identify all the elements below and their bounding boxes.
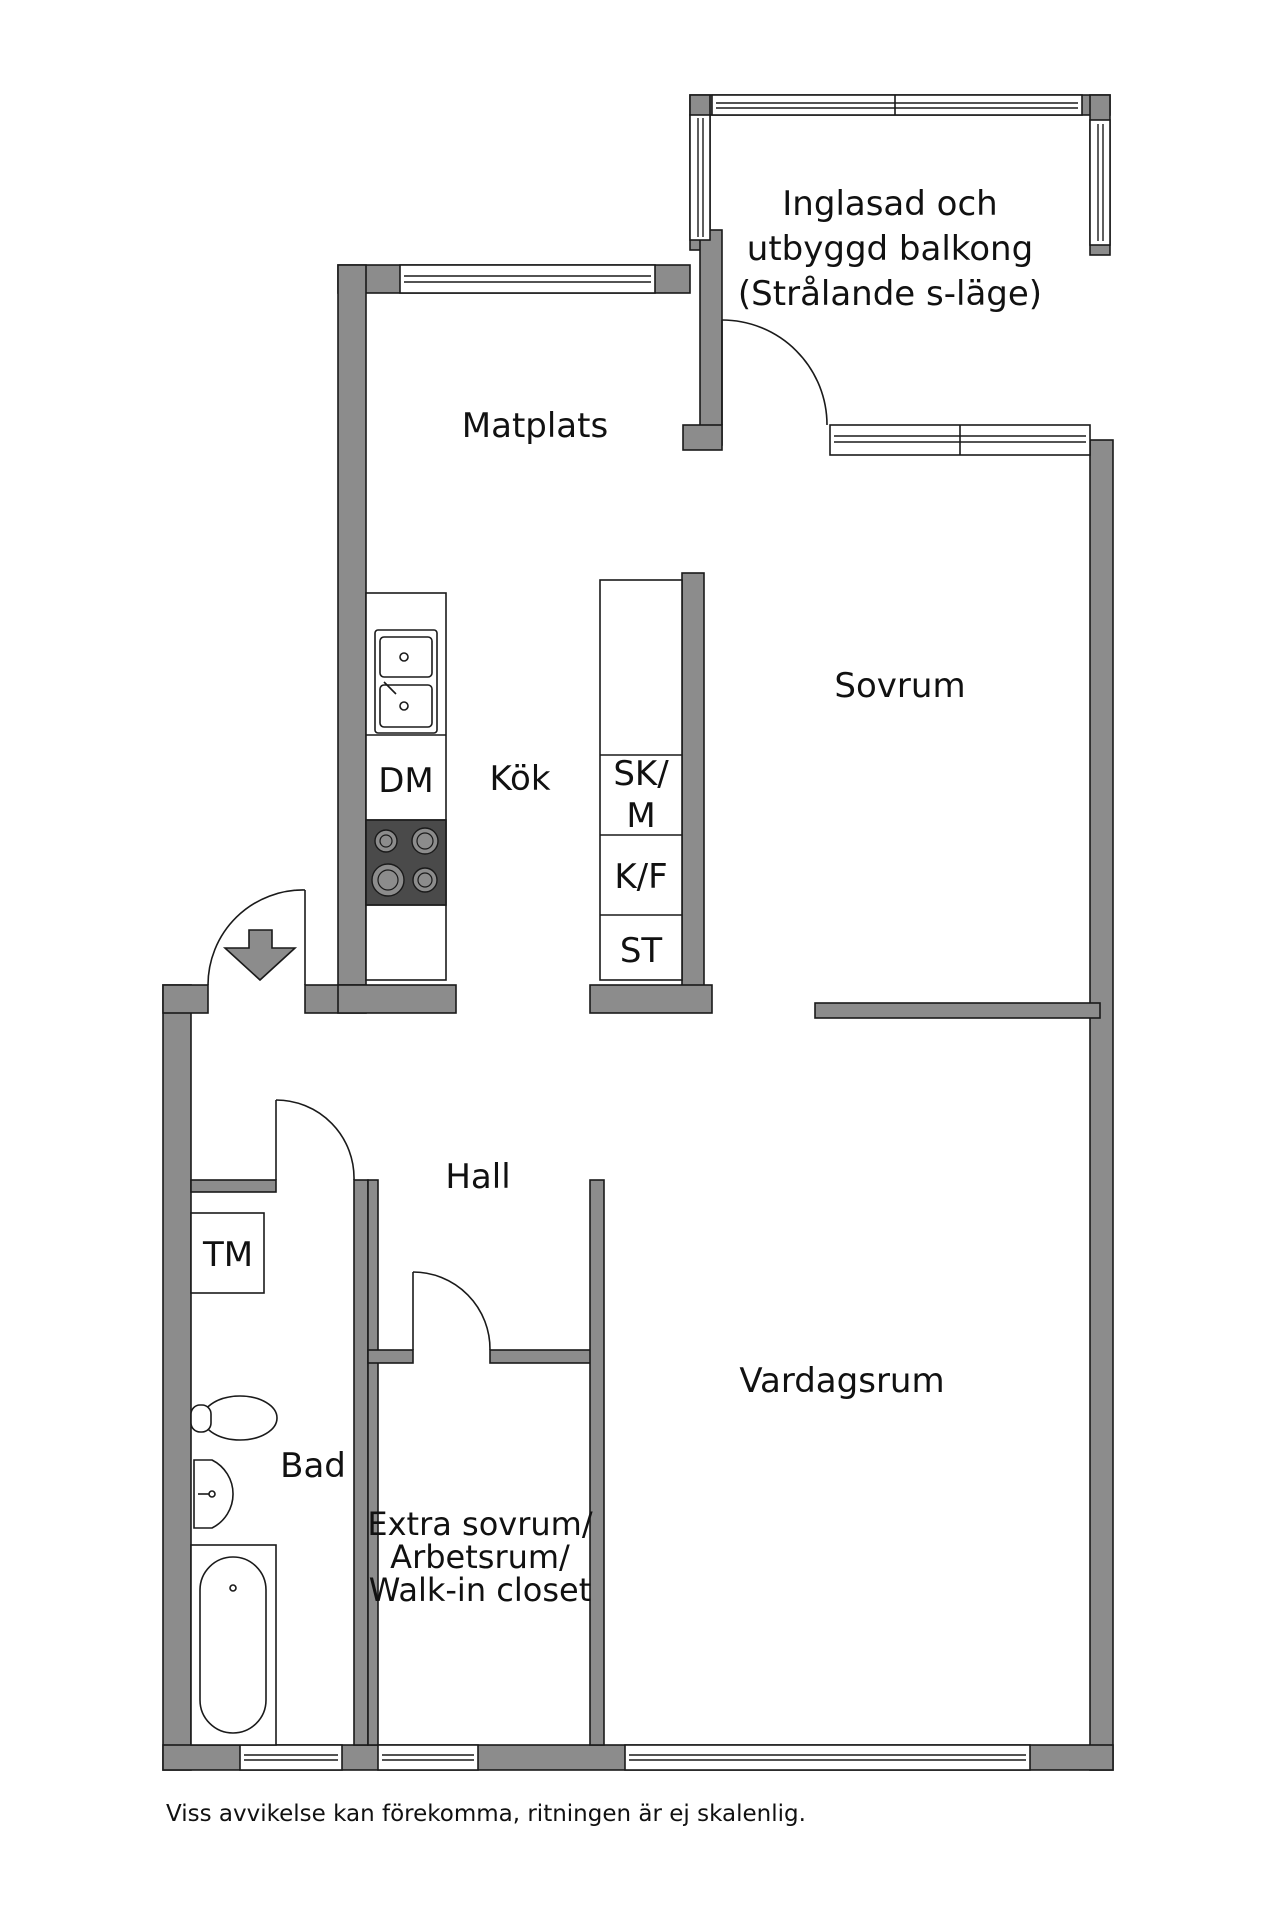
label-sk-line2: M: [626, 796, 655, 836]
room-labels: Inglasad och utbyggd balkong (Strålande …: [280, 184, 1042, 1609]
door-extra: [412, 1271, 491, 1351]
label-dryer: TM: [202, 1235, 253, 1275]
entrance-arrow-icon: [222, 929, 298, 982]
label-dishwasher: DM: [378, 761, 434, 801]
bathtub-icon: [190, 1544, 277, 1746]
kitchen-counter-left: [365, 592, 447, 981]
label-balcony-1: Inglasad och: [782, 184, 997, 224]
label-dining: Matplats: [462, 406, 608, 446]
label-storage: ST: [620, 931, 663, 971]
label-sk-line1: SK/: [613, 754, 669, 794]
label-bedroom: Sovrum: [834, 666, 965, 706]
window-dining: [399, 264, 656, 294]
window-living: [624, 1744, 1031, 1771]
kitchen-island: [599, 579, 683, 981]
toilet-icon: [190, 1395, 278, 1441]
label-extra-3: Walk-in closet: [369, 1571, 591, 1609]
stove-icon: [365, 819, 447, 906]
dryer-cabinet: [190, 1212, 265, 1294]
windows: [239, 94, 1111, 1771]
door-bath: [275, 1099, 355, 1181]
window-bedroom: [829, 424, 1091, 456]
window-balcony-right: [1089, 119, 1111, 246]
interior-walls: [190, 572, 1101, 1746]
window-bath: [239, 1744, 343, 1771]
window-extra: [377, 1744, 479, 1771]
door-balcony: [721, 319, 828, 426]
label-balcony-2: utbyggd balkong: [747, 229, 1033, 269]
label-bath: Bad: [280, 1446, 346, 1486]
appliance-labels: DM SK/ M K/F ST TM: [202, 754, 669, 1275]
label-fridge-freezer: K/F: [614, 857, 667, 897]
window-balcony-left: [689, 114, 711, 241]
label-balcony-3: (Strålande s-läge): [738, 274, 1042, 314]
label-living: Vardagsrum: [739, 1361, 944, 1401]
label-kitchen: Kök: [489, 759, 550, 799]
footer-note: Viss avvikelse kan förekomma, ritningen …: [166, 1801, 806, 1827]
doors: [207, 319, 828, 1351]
window-balcony-top: [711, 94, 1083, 116]
washbasin-icon: [193, 1459, 234, 1529]
label-extra-2: Arbetsrum/: [390, 1538, 570, 1576]
label-hall: Hall: [445, 1157, 510, 1197]
door-entrance: [207, 889, 306, 986]
label-extra-1: Extra sovrum/: [367, 1505, 592, 1543]
sink-icon: [374, 629, 438, 734]
